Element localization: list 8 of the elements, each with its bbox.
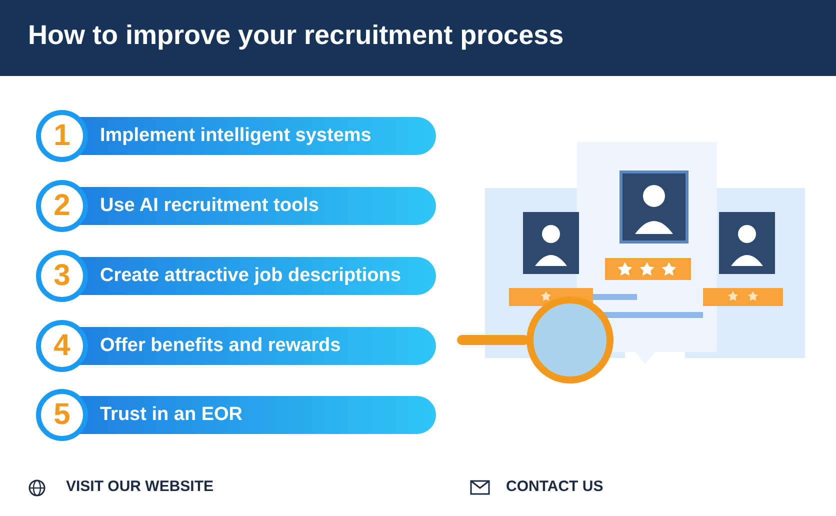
step-number: 3 [36,250,88,302]
footer-label: CONTACT US [506,478,604,495]
footer-label: VISIT OUR WEBSITE [66,478,214,495]
step-number: 2 [36,180,88,232]
step-number: 5 [36,389,88,441]
title: How to improve your recruitment process [28,20,564,51]
step-number: 1 [36,110,88,162]
step-number: 4 [36,320,88,372]
